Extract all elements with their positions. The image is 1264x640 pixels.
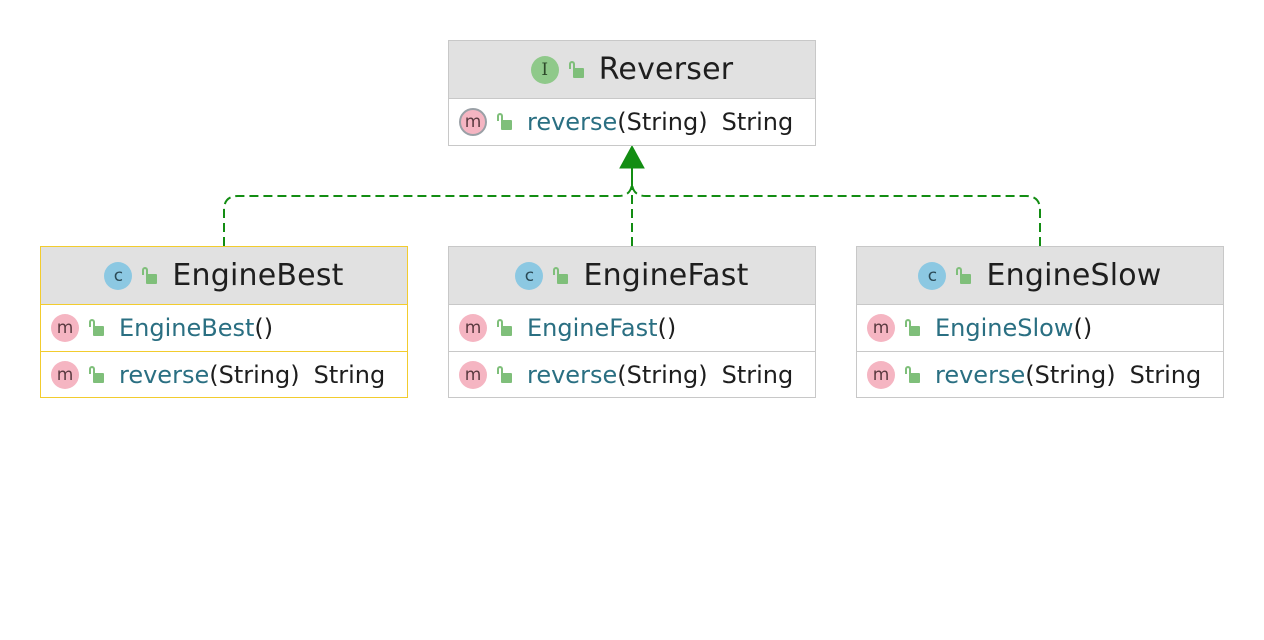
method-icon: m xyxy=(459,314,487,342)
node-title: Reverser xyxy=(598,52,734,87)
method-params: () xyxy=(1073,314,1093,342)
method-params: () xyxy=(254,314,274,342)
method-params: () xyxy=(657,314,677,342)
method-icon: m xyxy=(459,360,487,389)
method-row[interactable]: m reverse(String) String xyxy=(449,99,815,145)
public-visibility-icon xyxy=(497,319,513,337)
method-icon: m xyxy=(51,360,79,389)
method-return-type: String xyxy=(721,360,794,389)
node-title: EngineBest xyxy=(172,258,344,293)
class-icon: c xyxy=(515,261,544,290)
node-title: EngineSlow xyxy=(986,258,1162,293)
method-icon: m xyxy=(867,360,895,389)
public-visibility-icon xyxy=(553,266,569,285)
enginebest-node[interactable]: c EngineBest m EngineBest() m reverse(St… xyxy=(40,246,408,398)
engineslow-node[interactable]: c EngineSlow m EngineSlow() m reverse(St… xyxy=(856,246,1224,398)
method-return-type: String xyxy=(1129,360,1202,389)
method-icon: m xyxy=(51,314,79,342)
public-visibility-icon xyxy=(568,60,585,79)
public-visibility-icon xyxy=(497,365,513,384)
method-params: (String) xyxy=(1025,360,1116,389)
public-visibility-icon xyxy=(89,365,105,384)
constructor-row[interactable]: m EngineFast() xyxy=(449,305,815,351)
node-header: c EngineSlow xyxy=(857,247,1223,305)
node-header: I Reverser xyxy=(449,41,815,99)
method-params: (String) xyxy=(209,360,300,389)
method-params: (String) xyxy=(617,360,708,389)
method-name: EngineSlow xyxy=(935,314,1074,342)
method-name: reverse xyxy=(527,108,618,136)
public-visibility-icon xyxy=(905,365,921,384)
constructor-row[interactable]: m EngineSlow() xyxy=(857,305,1223,351)
method-icon: m xyxy=(867,314,895,342)
abstract-method-icon: m xyxy=(459,108,487,136)
interface-icon: I xyxy=(530,55,559,84)
realization-arrowhead xyxy=(619,144,645,169)
constructor-row[interactable]: m EngineBest() xyxy=(41,305,407,351)
method-row[interactable]: m reverse(String) String xyxy=(857,351,1223,397)
method-name: reverse xyxy=(527,360,618,389)
enginefast-node[interactable]: c EngineFast m EngineFast() m reverse(St… xyxy=(448,246,816,398)
public-visibility-icon xyxy=(142,266,158,285)
method-name: reverse xyxy=(119,360,210,389)
edge-engineslow-to-reverser[interactable] xyxy=(631,168,1041,246)
reverser-node[interactable]: I Reverser m reverse(String) String xyxy=(448,40,816,146)
method-name: reverse xyxy=(935,360,1026,389)
public-visibility-icon xyxy=(89,319,105,337)
node-header: c EngineBest xyxy=(41,247,407,305)
public-visibility-icon xyxy=(905,319,921,337)
public-visibility-icon xyxy=(497,113,513,131)
class-icon: c xyxy=(104,261,133,290)
class-icon: c xyxy=(918,261,947,290)
method-row[interactable]: m reverse(String) String xyxy=(41,351,407,397)
method-return-type: String xyxy=(313,360,386,389)
method-row[interactable]: m reverse(String) String xyxy=(449,351,815,397)
method-name: EngineBest xyxy=(119,314,255,342)
method-name: EngineFast xyxy=(527,314,658,342)
node-title: EngineFast xyxy=(583,258,749,293)
method-return-type: String xyxy=(721,108,794,136)
method-params: (String) xyxy=(617,108,708,136)
public-visibility-icon xyxy=(956,266,972,285)
edge-enginebest-to-reverser[interactable] xyxy=(223,168,633,246)
node-header: c EngineFast xyxy=(449,247,815,305)
